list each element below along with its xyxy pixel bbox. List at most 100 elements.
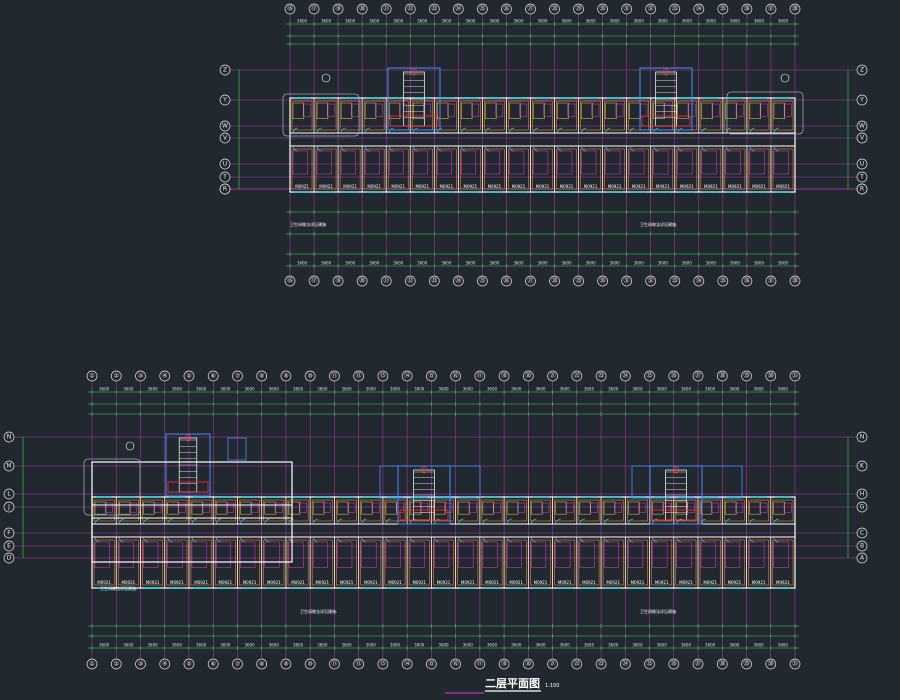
fixture	[686, 502, 695, 513]
axis-bubble-bottom-label: ㉜	[648, 277, 654, 285]
room-outline	[602, 499, 624, 522]
room-code: M0921	[461, 580, 475, 585]
stair-marker	[672, 466, 680, 474]
dimension-value: 3600	[244, 387, 255, 392]
room-outline	[532, 100, 553, 131]
room-outline	[675, 499, 697, 522]
lower-note-left: 卫生间做法详见建施.	[100, 585, 137, 591]
axis-bubble-top-label: ㉖	[671, 372, 677, 380]
room-code: M0921	[319, 184, 333, 189]
room-outline	[190, 499, 212, 522]
dimension-value: 3600	[297, 261, 308, 266]
door-swing	[143, 518, 149, 525]
room-code: M0921	[584, 184, 598, 189]
door-swing	[215, 536, 222, 543]
axis-bubble-top-circle	[110, 370, 122, 382]
axis-bubble-bottom-label: ③	[138, 661, 143, 668]
axis-bubble-top-label: ⑭	[404, 372, 410, 380]
dimension-value: 3600	[196, 643, 207, 648]
door-swing	[749, 145, 755, 152]
door-swing	[482, 536, 488, 543]
room-outline	[339, 148, 361, 190]
room-code: M0921	[631, 580, 645, 585]
bathroom-block	[361, 501, 373, 515]
room-outline	[700, 100, 722, 131]
axis-bubble-bottom-label: ㊳	[792, 277, 798, 285]
fixture	[167, 541, 183, 568]
room-outline	[627, 539, 648, 586]
room-code: M0921	[291, 580, 305, 585]
axis-bubble-bottom-circle	[619, 658, 631, 670]
axis-bubble-left-label: L	[7, 491, 11, 498]
room-code: M0921	[679, 580, 693, 585]
dimension-value: 3600	[657, 387, 668, 392]
fixture	[677, 150, 693, 175]
door-swing	[458, 518, 464, 525]
dimension-value: 3600	[560, 387, 571, 392]
axis-bubble-bottom-circle	[765, 275, 777, 287]
upper-note-right: 卫生间做法详见建施.	[640, 221, 677, 227]
dimension-value: 3600	[778, 261, 789, 266]
door-swing	[94, 536, 101, 543]
bathroom-block	[555, 501, 567, 515]
fixture	[177, 502, 186, 513]
axis-bubble-top-label: ⑰	[311, 5, 317, 13]
dimension-value: 3600	[778, 387, 789, 392]
door-swing	[555, 518, 561, 525]
dimension-value: 3600	[148, 387, 159, 392]
lobby-outline	[631, 465, 743, 499]
stair-marker	[184, 434, 192, 442]
door-swing	[361, 518, 367, 525]
fixture	[628, 541, 644, 568]
dimension-value: 3600	[754, 387, 765, 392]
dimension-value: 3600	[537, 19, 548, 24]
axis-bubble-bottom-label: ㊲	[768, 277, 774, 285]
fixture	[153, 502, 162, 513]
bathroom-block	[215, 501, 228, 515]
axis-bubble-bottom-circle	[159, 658, 171, 670]
axis-bubble-bottom-label: ㉔	[455, 277, 461, 285]
door-swing	[361, 536, 367, 543]
bathroom-block	[143, 501, 155, 515]
room-outline	[287, 499, 309, 522]
room-code: M0921	[122, 580, 136, 585]
axis-bubble-bottom-circle	[692, 658, 704, 670]
room-code: M0921	[97, 580, 111, 585]
axis-bubble-top-label: ⑧	[259, 373, 264, 380]
axis-bubble-top-label: ㉙	[744, 372, 750, 380]
room-outline	[724, 148, 746, 190]
dimension-value: 3600	[196, 387, 207, 392]
door-swing	[533, 145, 539, 152]
dimension-value: 3600	[682, 261, 693, 266]
fixture	[118, 541, 135, 568]
room-outline	[166, 499, 188, 522]
axis-bubble-bottom-label: ⑥	[211, 661, 216, 668]
axis-bubble-bottom-circle	[426, 658, 437, 670]
axis-bubble-right-circle	[856, 488, 868, 500]
axis-bubble-left-circle	[219, 94, 231, 106]
fixture	[725, 150, 741, 175]
door-swing	[531, 536, 537, 543]
axis-bubble-top-circle	[284, 3, 296, 15]
dimension-value: 3600	[586, 19, 597, 24]
dimension-value: 3600	[345, 261, 356, 266]
bathroom-block	[506, 501, 519, 515]
door-swing	[557, 127, 563, 134]
bathroom-block	[458, 501, 470, 515]
bathroom-block	[628, 501, 640, 515]
door-swing	[581, 127, 587, 134]
axis-bubble-right-label: V	[860, 135, 865, 142]
axis-bubble-left-label: Y	[222, 97, 227, 104]
room-code: M0921	[608, 184, 622, 189]
dimension-value: 3600	[293, 387, 304, 392]
room-outline	[505, 539, 527, 586]
room-outline	[505, 499, 527, 522]
door-swing	[724, 518, 731, 525]
room-outline	[748, 499, 770, 522]
axis-bubble-bottom-circle	[477, 275, 488, 287]
dimension-value: 3600	[754, 643, 765, 648]
room-outline	[772, 100, 794, 131]
room-code: M0921	[560, 184, 574, 189]
dimension-value: 3600	[369, 261, 380, 266]
axis-bubble-top-label: ㉔	[455, 5, 461, 13]
